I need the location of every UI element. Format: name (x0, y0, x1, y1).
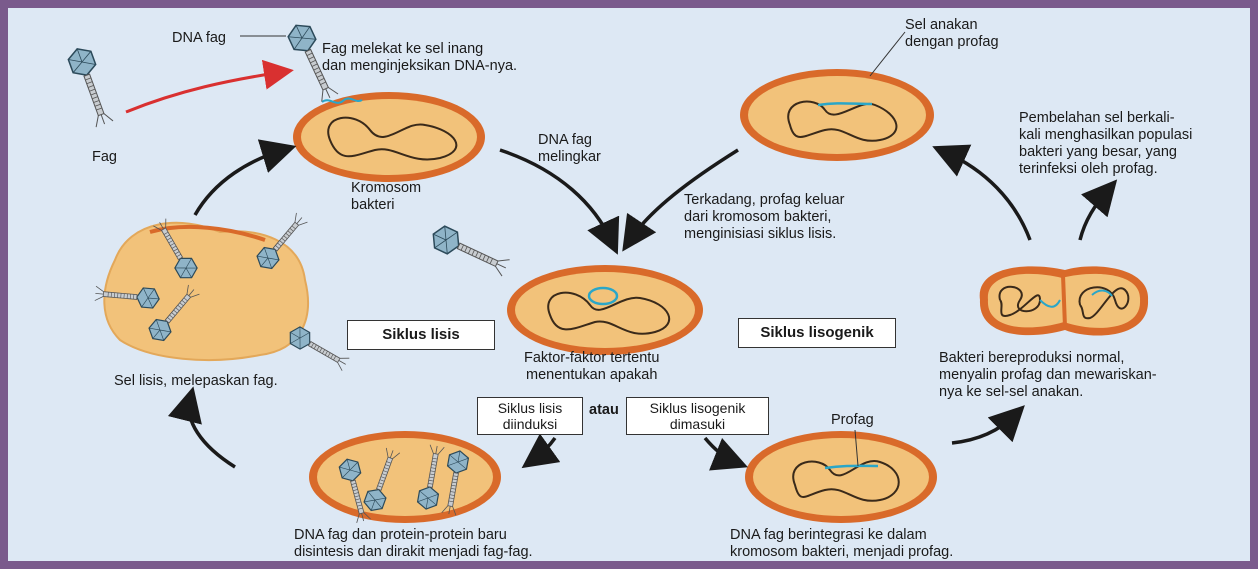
cell-daughter (740, 69, 934, 161)
label-dna-protein: DNA fag dan protein-protein baru disinte… (294, 527, 533, 561)
cell-assembly (309, 431, 501, 523)
label-bakteri-bereproduksi: Bakteri bereproduksi normal, menyalin pr… (939, 350, 1157, 401)
cell-dividing (980, 266, 1148, 335)
cell-prophage (745, 431, 937, 523)
label-kromosom: Kromosom bakteri (351, 180, 421, 214)
box-siklus-lisogenik: Siklus lisogenik (738, 318, 896, 348)
box-lisis-diinduksi: Siklus lisis diinduksi (477, 397, 583, 435)
cell-infection (293, 92, 485, 182)
box-siklus-lisis: Siklus lisis (347, 320, 495, 350)
label-pembelahan: Pembelahan sel berkali- kali menghasilka… (1019, 110, 1192, 178)
label-fag-melekat: Fag melekat ke sel inang dan menginjeksi… (322, 41, 517, 75)
label-sel-lisis: Sel lisis, melepaskan fag. (114, 373, 278, 390)
label-dna-melingkar: DNA fag melingkar (538, 132, 601, 166)
free-phage-icon (66, 45, 116, 128)
released-phage-icon (286, 324, 351, 373)
red-arrow (126, 72, 282, 112)
label-terkadang: Terkadang, profag keluar dari kromosom b… (684, 192, 844, 243)
label-dna-fag: DNA fag (172, 30, 226, 47)
label-faktor: Faktor-faktor tertentu menentukan apakah (524, 350, 659, 384)
label-sel-anakan: Sel anakan dengan profag (905, 17, 999, 51)
cell-decision (507, 265, 703, 355)
label-dna-berintegrasi: DNA fag berintegrasi ke dalam kromosom b… (730, 527, 953, 561)
box-lisogenik-dimasuki: Siklus lisogenik dimasuki (626, 397, 769, 435)
label-atau: atau (589, 402, 619, 419)
label-profag: Profag (831, 412, 874, 429)
free-phage-center-icon (428, 223, 511, 279)
label-fag: Fag (92, 149, 117, 166)
